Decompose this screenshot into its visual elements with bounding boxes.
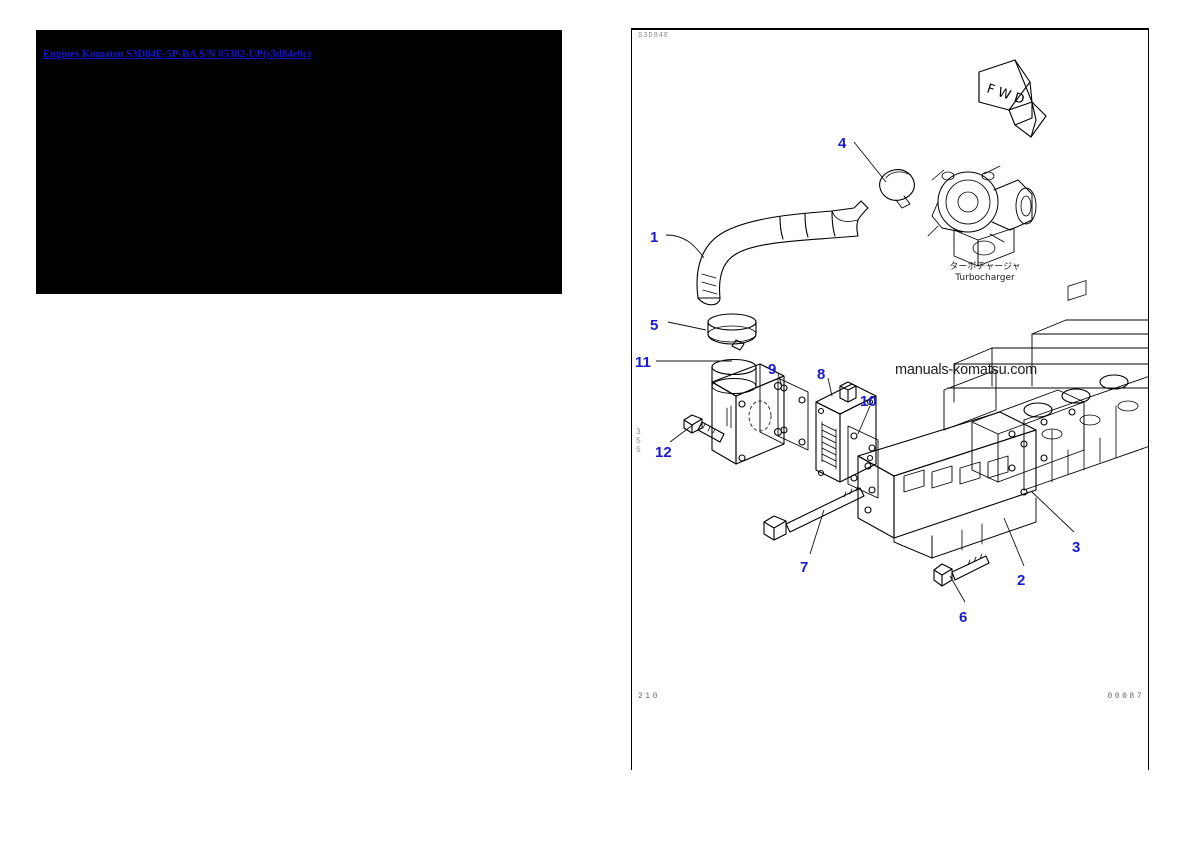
turbocharger-caption-jp: ターボチャージャ [949,262,1021,272]
diagram-header-code: S3D84E [638,32,670,40]
callout-10[interactable]: 10 [860,393,877,410]
document-title-link[interactable]: Engines Komatsu S3D84E-5P-BA S/N 05382-U… [43,49,312,60]
turbocharger-caption: ターボチャージャ Turbocharger [930,262,1040,285]
callout-12[interactable]: 12 [655,444,672,461]
watermark-text: manuals-komatsu.com [895,362,1038,378]
page-code-left: 210 [638,692,660,701]
callout-11[interactable]: 11 [635,354,651,371]
callout-3[interactable]: 3 [1072,539,1081,556]
callout-9[interactable]: 9 [768,361,777,378]
callout-6[interactable]: 6 [959,609,968,626]
callout-5[interactable]: 5 [650,317,659,334]
callout-8[interactable]: 8 [817,366,826,383]
turbocharger-caption-en: Turbocharger [955,273,1015,284]
callout-2[interactable]: 2 [1017,572,1026,589]
document-preview-panel: Engines Komatsu S3D84E-5P-BA S/N 05382-U… [36,30,562,294]
exploded-parts-illustration: F W D [656,59,1148,603]
callout-7[interactable]: 7 [800,559,809,576]
svg-text:F W D: F W D [985,82,1026,108]
callout-4[interactable]: 4 [838,135,847,152]
page-code-right: 00087 [1107,692,1144,701]
callout-1[interactable]: 1 [650,229,659,246]
